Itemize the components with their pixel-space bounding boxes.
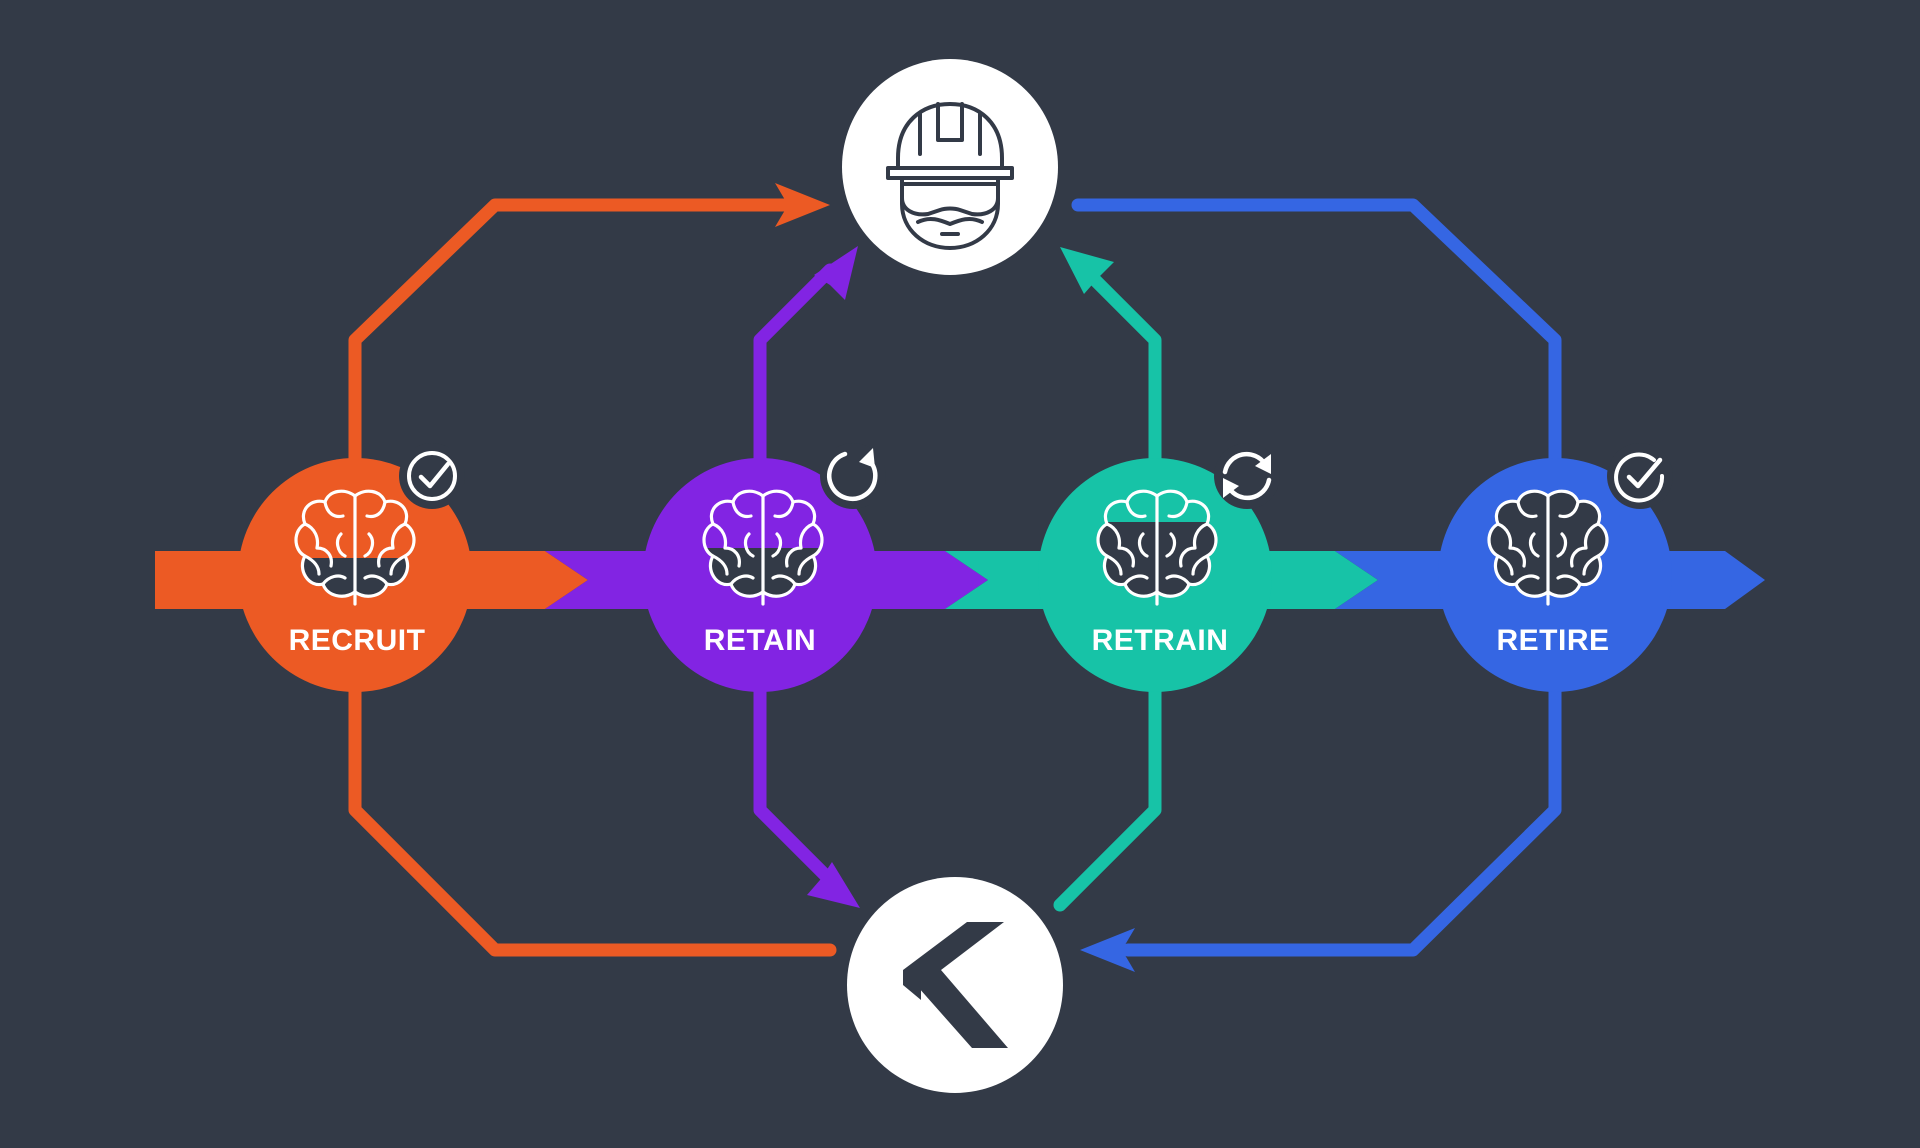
stage-label-retain: RETAIN xyxy=(704,624,816,657)
recruit-arrowhead xyxy=(775,183,830,227)
hub-top-worker[interactable] xyxy=(842,59,1058,275)
retain-arrowhead-down xyxy=(807,862,860,908)
retrain-arrowhead xyxy=(1060,247,1114,294)
recruit-connector xyxy=(348,198,837,957)
retrain-connector xyxy=(1053,270,1162,912)
worker-hardhat-goggles-icon xyxy=(886,102,1014,250)
stage-label-recruit: RECRUIT xyxy=(289,624,426,657)
retain-arrowhead-up xyxy=(814,246,858,300)
hub-bottom-circle xyxy=(847,877,1063,1093)
hub-bottom-logo[interactable] xyxy=(847,877,1063,1093)
stage-retain[interactable]: RETAIN xyxy=(643,443,886,692)
stage-label-retrain: RETRAIN xyxy=(1092,624,1229,657)
k-logo-icon xyxy=(903,922,1008,1048)
stage-retrain[interactable]: RETRAIN xyxy=(1038,443,1280,692)
check-circle-icon xyxy=(399,443,465,509)
refresh-circle-icon xyxy=(820,443,886,509)
check-circle-icon xyxy=(1607,443,1673,509)
retire-arrowhead xyxy=(1080,928,1135,972)
retain-connector xyxy=(753,263,837,882)
stage-retire[interactable]: RETIRE xyxy=(1438,443,1673,692)
stage-label-retire: RETIRE xyxy=(1496,624,1609,657)
sync-circle-icon xyxy=(1214,443,1280,509)
stage-recruit[interactable]: RECRUIT xyxy=(238,443,472,692)
retire-connector xyxy=(1071,198,1562,957)
